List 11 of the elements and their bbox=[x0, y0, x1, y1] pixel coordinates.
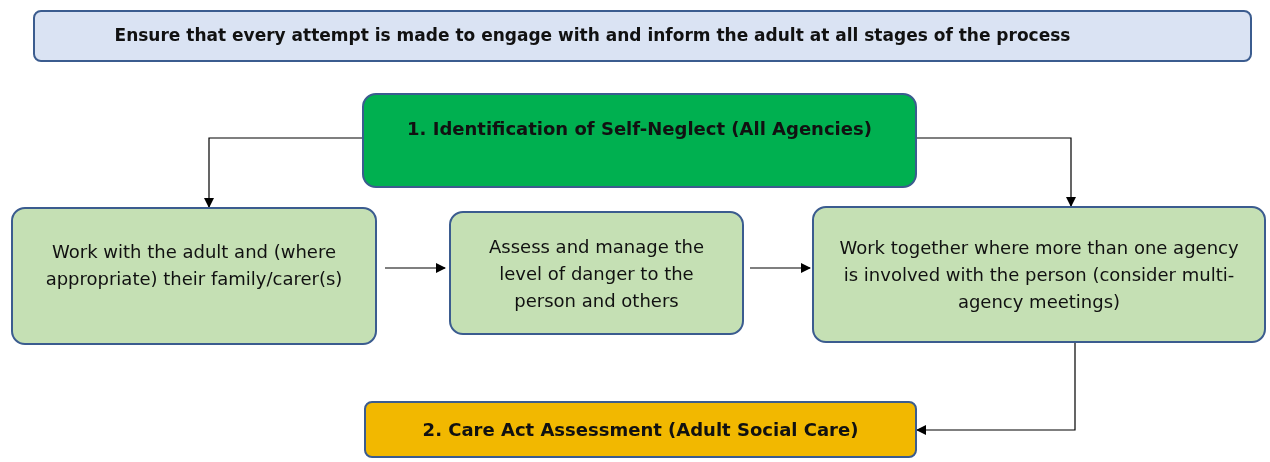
process-box: Work with the adult and (where appropriate) their family/carer(s) bbox=[11, 207, 377, 345]
arrow bbox=[916, 342, 1076, 435]
banner-box: Ensure that every attempt is made to engage with and inform the adult at all stages of the process bbox=[33, 10, 1252, 62]
process-box: 2. Care Act Assessment (Adult Social Care) bbox=[364, 401, 917, 458]
process-box: Work together where more than one agency is involved with the person (consider multi-agency meetings) bbox=[812, 206, 1266, 343]
arrow bbox=[384, 263, 446, 273]
arrow bbox=[749, 263, 811, 273]
process-box: 1. Identification of Self-Neglect (All Agencies) bbox=[362, 93, 917, 188]
arrow bbox=[204, 137, 363, 208]
process-box: Assess and manage the level of danger to the person and others bbox=[449, 211, 744, 335]
arrow bbox=[916, 137, 1076, 207]
